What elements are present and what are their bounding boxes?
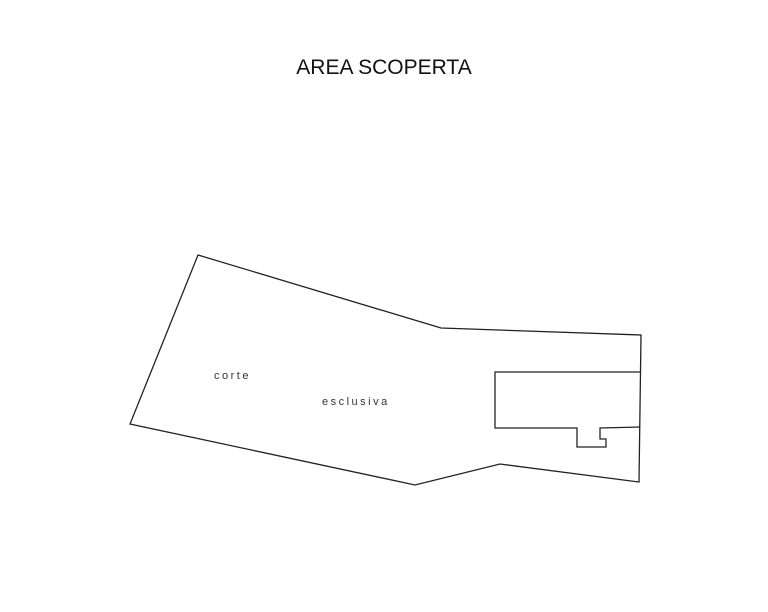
building-footprint — [494, 371, 641, 448]
drawing-title: AREA SCOPERTA — [296, 56, 472, 79]
label-corte: corte — [214, 370, 251, 382]
outdoor-area-boundary — [129, 254, 642, 486]
label-esclusiva: esclusiva — [322, 396, 390, 408]
